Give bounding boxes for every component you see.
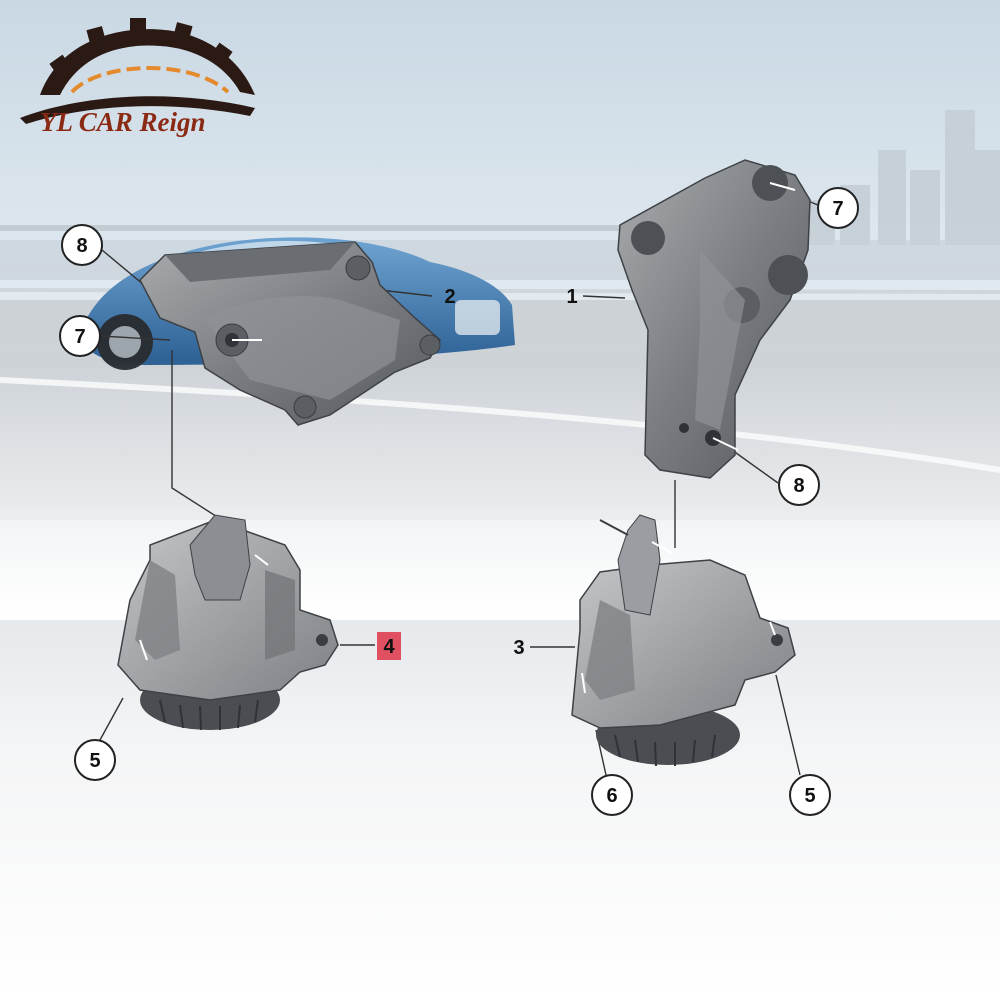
callout-6: 6: [591, 774, 633, 816]
callout-7-right: 7: [817, 187, 859, 229]
callout-5-right: 5: [789, 774, 831, 816]
callout-8-left: 8: [61, 224, 103, 266]
callout-label: 7: [832, 198, 843, 220]
engine-mount-bracket-right: [617, 159, 811, 479]
callout-2: 2: [444, 286, 455, 308]
callout-label: 6: [606, 785, 617, 807]
brand-logo: YL CAR Reign: [20, 18, 255, 137]
callout-label: 3: [513, 637, 524, 659]
callout-label: 4: [383, 636, 395, 658]
callout-7-left: 7: [59, 315, 101, 357]
callout-label: 5: [804, 785, 815, 807]
callout-label: 2: [444, 286, 455, 308]
gear-car-icon: [20, 18, 255, 124]
engine-mount-bracket-left: [139, 241, 441, 426]
logo-text: YL CAR Reign: [40, 107, 206, 137]
callout-label: 8: [793, 475, 804, 497]
callout-1: 1: [566, 286, 577, 308]
callout-5-left: 5: [74, 739, 116, 781]
callout-3: 3: [513, 637, 524, 659]
callout-label: 1: [566, 286, 577, 308]
callout-label: 8: [76, 235, 87, 257]
engine-mount-right: [571, 514, 796, 767]
callout-8-right: 8: [778, 464, 820, 506]
callout-4-highlighted: 4: [377, 632, 401, 660]
callout-label: 7: [74, 326, 85, 348]
callout-label: 5: [89, 750, 100, 772]
engine-mount-left: [117, 514, 339, 731]
city-skyline: [800, 110, 1000, 245]
